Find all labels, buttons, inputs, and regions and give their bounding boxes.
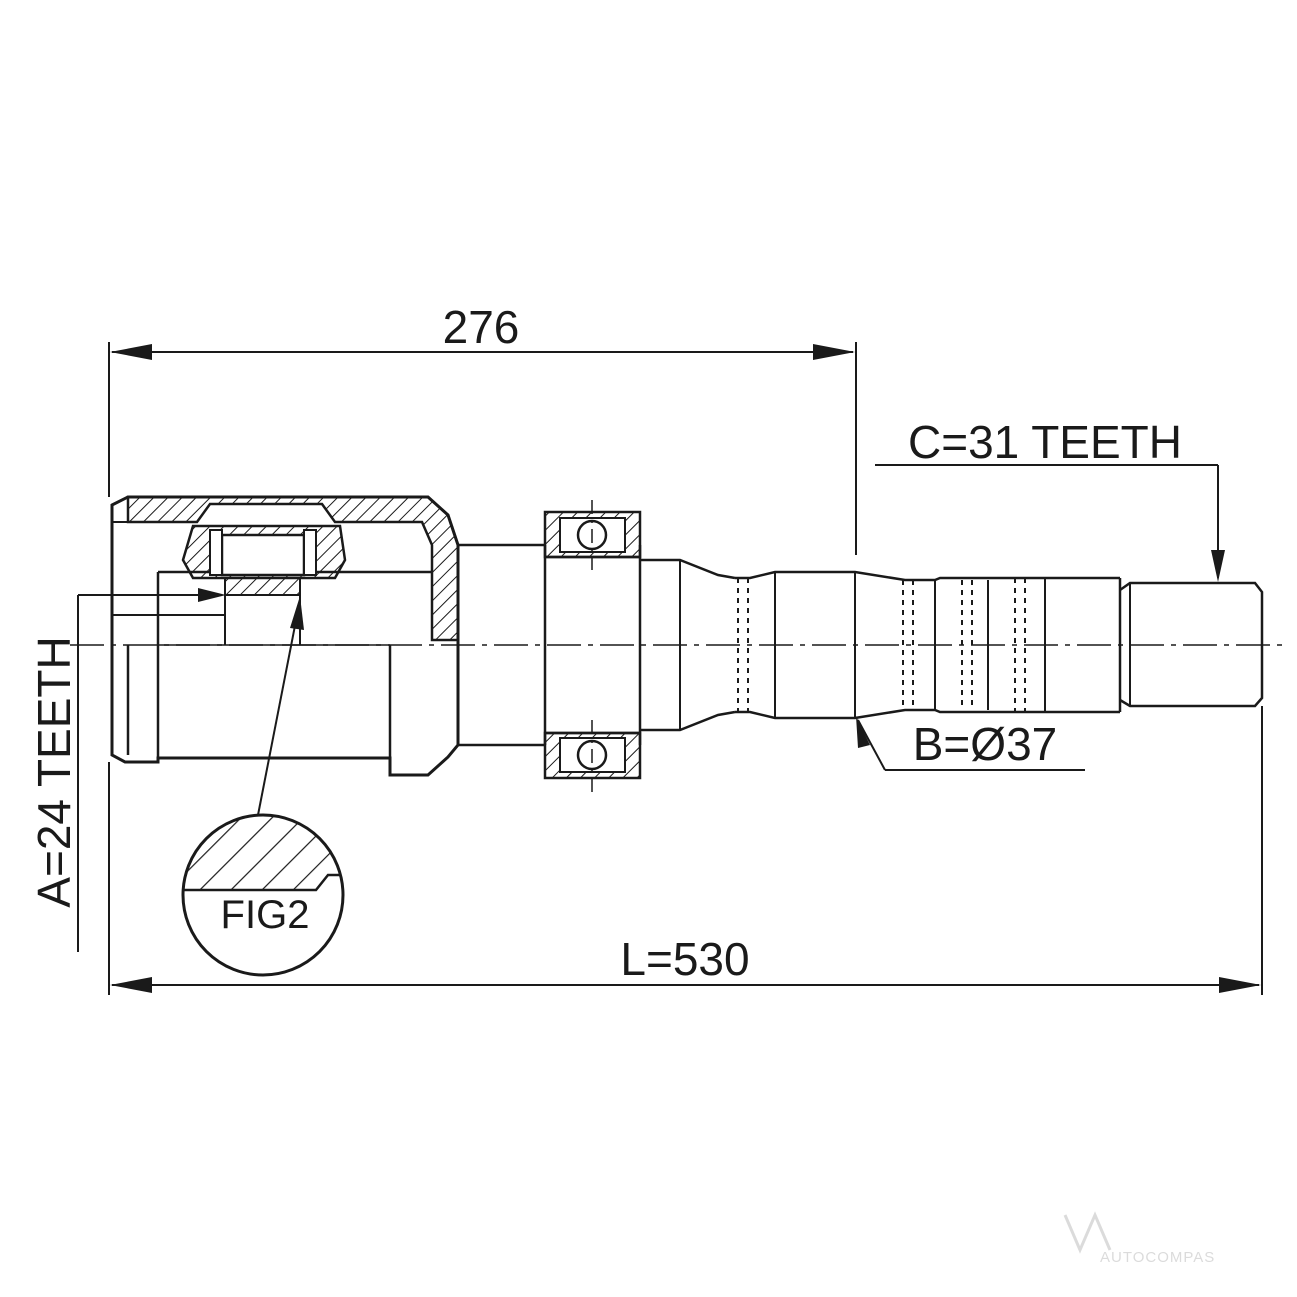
watermark: AUTOCOMPAS xyxy=(1063,1211,1215,1266)
diameter-b-label: B=Ø37 xyxy=(913,718,1058,770)
fig2-detail: FIG2 xyxy=(181,596,345,977)
spline-a-label: A=24 TEETH xyxy=(28,636,80,907)
watermark-text: AUTOCOMPAS xyxy=(1100,1249,1215,1266)
watermark-logo-icon xyxy=(1063,1211,1112,1254)
fig2-label: FIG2 xyxy=(221,893,310,937)
dimension-total-length: L=530 xyxy=(108,706,1263,995)
spline-a-callout: A=24 TEETH xyxy=(28,595,80,952)
intermediate-shaft xyxy=(458,543,736,747)
dimension-276: 276 xyxy=(108,301,857,555)
support-bearing xyxy=(543,500,642,792)
spline-c-callout: C=31 TEETH xyxy=(875,416,1225,582)
dimension-276-label: 276 xyxy=(443,301,520,353)
total-length-label: L=530 xyxy=(620,933,749,985)
diameter-b-callout: B=Ø37 xyxy=(856,716,1085,771)
spline-c-label: C=31 TEETH xyxy=(908,416,1182,468)
cv-joint-housing xyxy=(78,495,460,777)
